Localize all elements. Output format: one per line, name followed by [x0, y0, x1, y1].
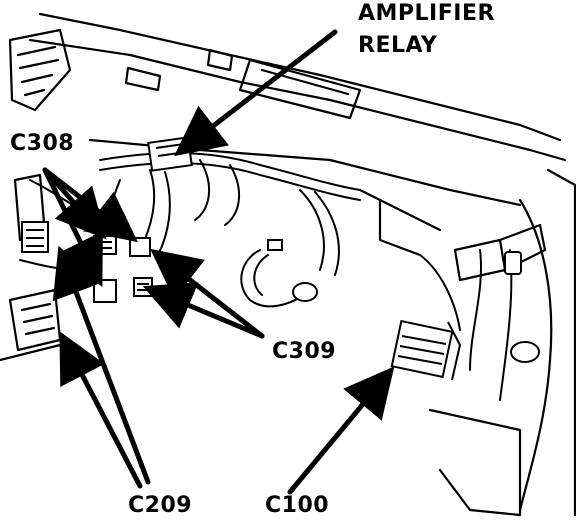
- connector-c309: [133, 277, 153, 297]
- connector-c308: [93, 235, 151, 257]
- arrow-c100: [287, 366, 395, 495]
- label-c308: C308: [10, 131, 74, 156]
- arrow-c309-b: [142, 282, 265, 339]
- connector-c209: [21, 221, 117, 303]
- connector-c100: [390, 319, 462, 381]
- arrow-c309-a: [150, 248, 265, 339]
- misc-components: [267, 239, 540, 363]
- dashboard-structure: [0, 12, 576, 517]
- arrow-c308-b: [42, 167, 138, 243]
- label-amplifier-relay-line2: RELAY: [358, 33, 438, 58]
- arrow-amplifier-relay: [174, 29, 338, 157]
- label-amplifier-relay-line1: AMPLIFIER: [358, 1, 495, 26]
- label-c309: C309: [272, 339, 336, 364]
- wire-harness: [19, 152, 513, 401]
- arrow-c209-a: [52, 245, 151, 485]
- callout-arrows: [42, 29, 395, 495]
- label-c100: C100: [265, 493, 329, 518]
- label-c209: C209: [128, 493, 192, 518]
- amplifier-relay: [147, 136, 193, 172]
- arrow-c209-b: [59, 331, 143, 489]
